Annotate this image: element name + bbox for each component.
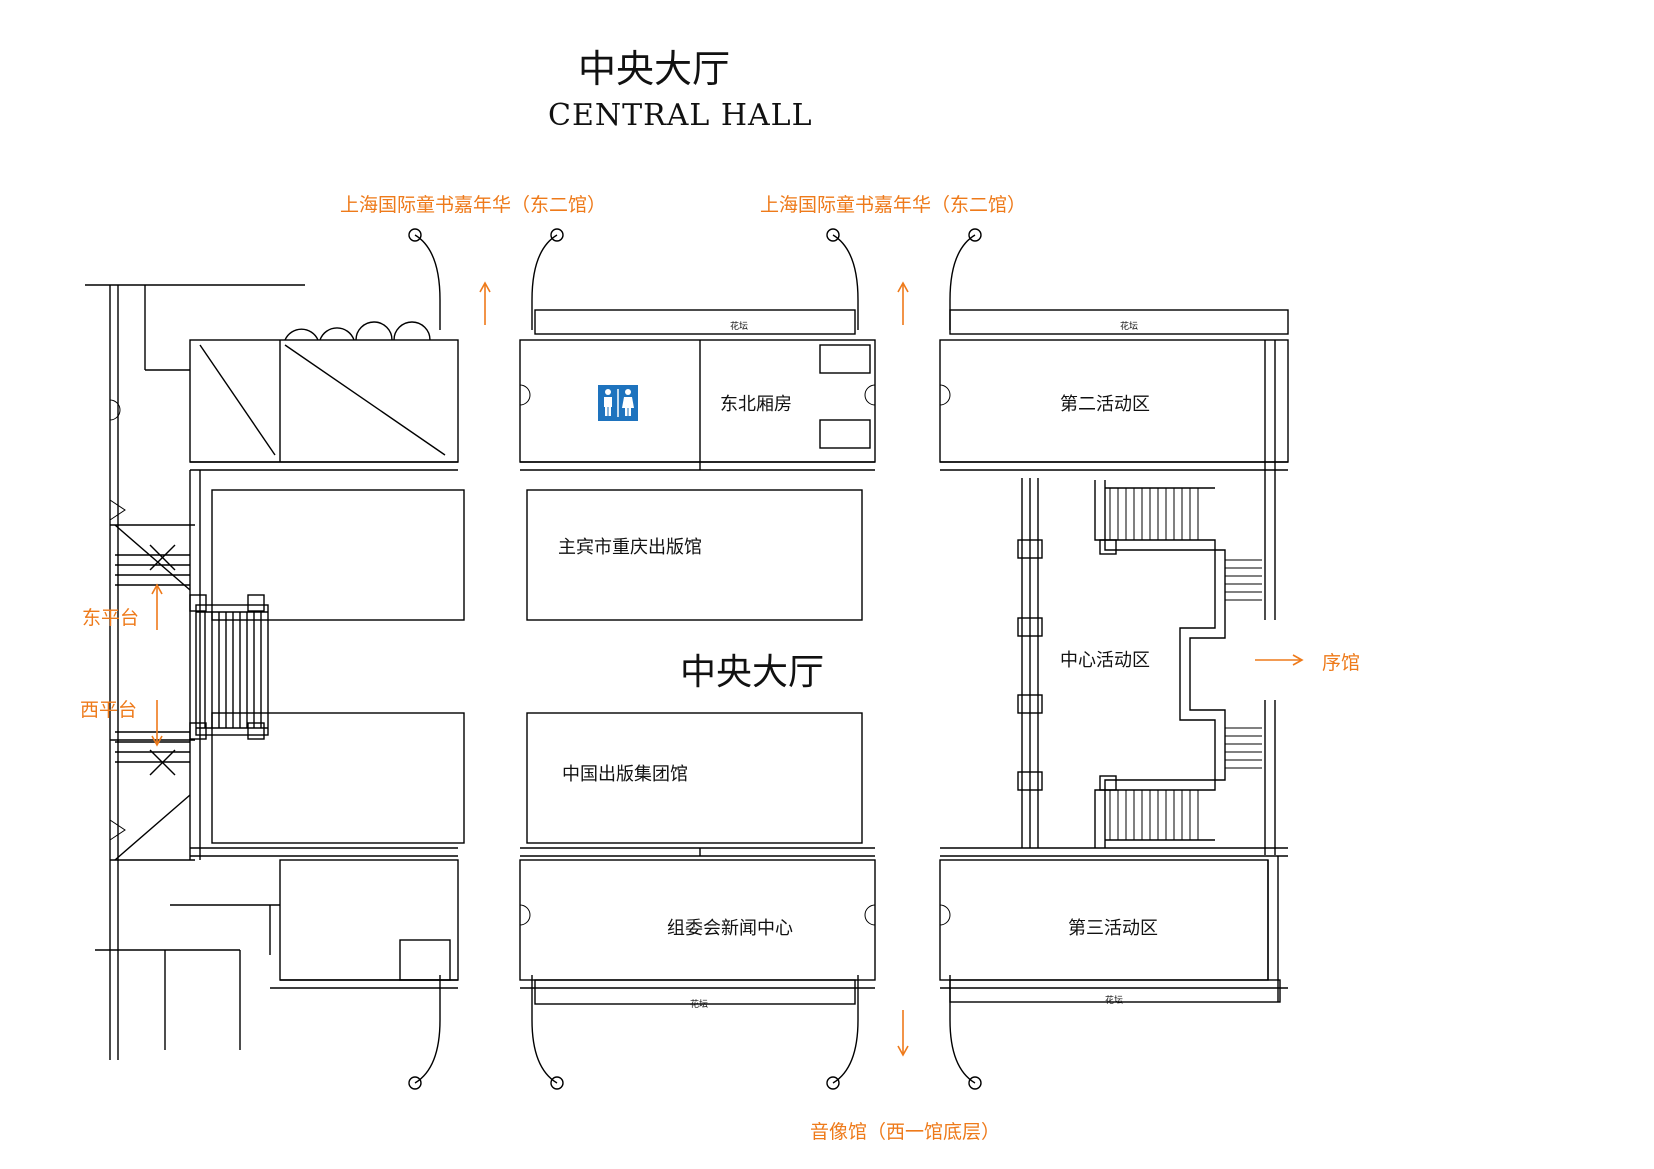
flower-bed-label: 花坛 [690, 1000, 709, 1010]
room-press-center: 组委会新闻中心 [667, 918, 793, 939]
exhibit-left-upper [211, 489, 465, 621]
arrow-up-icon [479, 281, 491, 325]
page-title-en: CENTRAL HALL [548, 98, 813, 133]
room-third-activity: 第三活动区 [1068, 918, 1158, 939]
label-audio-video-hall: 音像馆（西一馆底层） [810, 1121, 1001, 1143]
flower-bed-top-middle [534, 309, 856, 335]
arrow-up-icon [151, 583, 163, 630]
arrow-up-icon [897, 281, 909, 325]
label-prologue-hall: 序馆 [1322, 652, 1361, 674]
flower-bed-top-right [949, 309, 1289, 335]
top-right-room [939, 339, 1289, 471]
entrance-arcs-top [408, 228, 982, 330]
central-stair [189, 594, 269, 740]
flower-bed-label: 花坛 [730, 322, 749, 332]
entrance-arcs-bottom [408, 975, 982, 1090]
exhibit-china-publishing [526, 712, 863, 844]
label-east-hall-right: 上海国际童书嘉年华（东二馆） [760, 194, 1027, 216]
top-middle-room [519, 339, 876, 471]
arrow-down-icon [897, 1010, 909, 1057]
door-symbols [109, 384, 951, 926]
west-wing [85, 284, 305, 1060]
flower-bed-label: 花坛 [1105, 996, 1124, 1006]
bottom-left-room [95, 847, 459, 1050]
room-center-activity: 中心活动区 [1060, 650, 1150, 671]
arrow-right-icon [1255, 654, 1304, 666]
label-east-terrace: 东平台 [82, 607, 140, 629]
room-second-activity: 第二活动区 [1060, 394, 1150, 415]
arrow-down-icon [151, 700, 163, 747]
bottom-right-room [939, 847, 1288, 1002]
center-activity-block [1017, 470, 1276, 855]
room-central-hall: 中央大厅 [680, 652, 825, 693]
restroom-icon [598, 385, 638, 421]
room-northeast-wing: 东北厢房 [720, 394, 792, 415]
exhibit-host-city [526, 489, 863, 621]
room-host-city-hall: 主宾市重庆出版馆 [558, 537, 702, 558]
room-china-publishing: 中国出版集团馆 [562, 764, 688, 785]
label-east-hall-left: 上海国际童书嘉年华（东二馆） [340, 194, 607, 216]
center-activity-stairs [1109, 488, 1262, 840]
label-west-terrace: 西平台 [80, 699, 138, 721]
flower-bed-label: 花坛 [1120, 322, 1139, 332]
exhibit-left-lower [211, 712, 465, 844]
bottom-middle-room [519, 847, 876, 989]
page-title-cn: 中央大厅 [578, 47, 731, 91]
top-left-room [189, 321, 459, 471]
